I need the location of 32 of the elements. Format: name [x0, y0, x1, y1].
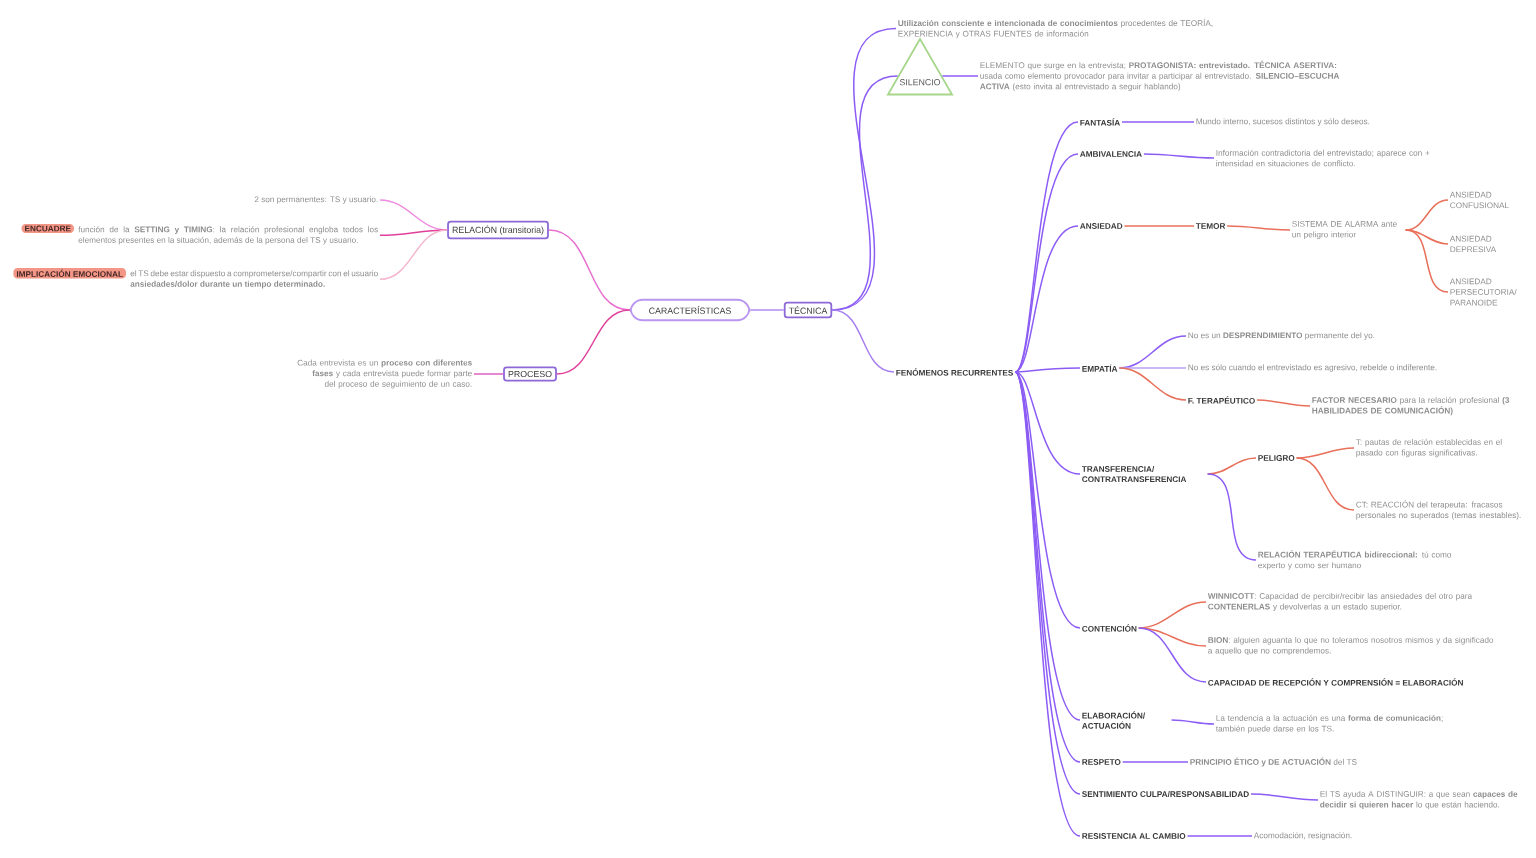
branch-line — [1206, 457, 1257, 475]
branch-line — [831, 309, 895, 373]
branch-line — [1014, 225, 1079, 373]
branch-line — [831, 75, 899, 311]
branch-line — [1250, 793, 1319, 801]
branch-line — [379, 229, 448, 237]
branch-line — [1014, 371, 1081, 475]
branch-line — [1143, 153, 1215, 159]
branch-line — [1206, 473, 1257, 561]
branch-line — [1138, 601, 1207, 629]
branch-line — [1118, 367, 1187, 369]
branch-line — [1170, 719, 1215, 725]
branch-line — [1186, 835, 1253, 837]
branch-line — [1121, 761, 1189, 763]
branch-line — [1295, 447, 1355, 459]
branch-line — [1118, 367, 1187, 401]
branch-line — [548, 229, 631, 311]
branch-line — [1404, 229, 1449, 293]
branch-line — [473, 373, 504, 375]
branch-line — [1226, 225, 1291, 231]
branch-line — [1014, 371, 1081, 629]
branch-line — [1014, 367, 1081, 373]
branch-line — [556, 309, 631, 375]
branch-line — [1121, 121, 1195, 123]
branch-line — [749, 309, 785, 311]
branch-line — [1138, 627, 1207, 683]
branch-line — [1295, 457, 1355, 511]
branch-line — [1123, 225, 1195, 227]
branch-line — [941, 75, 979, 77]
branch-line — [1404, 199, 1449, 231]
branch-line — [1256, 399, 1311, 407]
branch-line — [379, 229, 448, 281]
